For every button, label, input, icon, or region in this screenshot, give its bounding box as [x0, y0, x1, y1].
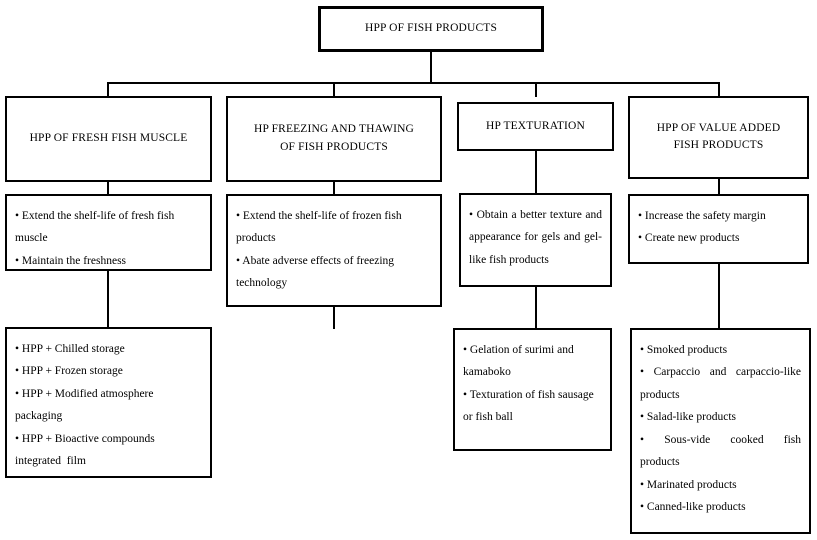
objectives-list-value-added-fish-products: • Increase the safety margin • Create ne… — [630, 196, 807, 256]
connector-bus-to-col2 — [333, 82, 335, 97]
list-item: • Obtain a better texture and appearance… — [469, 209, 605, 266]
objectives-box-value-added-fish-products: • Increase the safety margin • Create ne… — [628, 194, 809, 264]
list-item: • HPP + Frozen storage — [15, 365, 123, 378]
objectives-box-freezing-and-thawing: • Extend the shelf-life of frozen fish p… — [226, 194, 442, 307]
header-label-freezing-and-thawing: HP FREEZING AND THAWING OF FISH PRODUCTS — [253, 123, 414, 153]
objectives-box-texturation: • Obtain a better texture and appearance… — [459, 193, 612, 287]
header-box-texturation-inner: HP TEXTURATION — [459, 118, 612, 136]
list-item: • Abate adverse effects of freezing tech… — [236, 254, 397, 290]
connector-col4-header-to-objectives — [718, 179, 720, 195]
header-box-freezing-and-thawing-inner: HP FREEZING AND THAWING OF FISH PRODUCTS — [228, 121, 440, 157]
root-node-hpp-of-fish-products: HPP OF FISH PRODUCTS — [318, 6, 544, 52]
header-label-fresh-fish-muscle: HPP OF FRESH FISH MUSCLE — [29, 132, 188, 145]
connector-col2-objectives-stub — [333, 307, 335, 329]
list-item: • Maintain the freshness — [15, 254, 127, 267]
objectives-box-fresh-fish-muscle: • Extend the shelf-life of fresh fish mu… — [5, 194, 212, 271]
root-node-inner: HPP OF FISH PRODUCTS — [321, 20, 541, 38]
objectives-list-freezing-and-thawing: • Extend the shelf-life of frozen fish p… — [228, 196, 440, 301]
connector-bus-horizontal — [107, 82, 719, 84]
applications-list-fresh-fish-muscle: • HPP + Chilled storage • HPP + Frozen s… — [7, 329, 210, 479]
list-item: • Extend the shelf-life of frozen fish p… — [236, 210, 405, 245]
connector-bus-to-col3 — [535, 82, 537, 97]
applications-list-value-added-fish-products: • Smoked products • Carpaccio and carpac… — [632, 330, 809, 524]
header-box-freezing-and-thawing: HP FREEZING AND THAWING OF FISH PRODUCTS — [226, 96, 442, 182]
applications-list-texturation: • Gelation of surimi and kamaboko • Text… — [455, 330, 610, 435]
applications-box-fresh-fish-muscle: • HPP + Chilled storage • HPP + Frozen s… — [5, 327, 212, 478]
list-item: • Gelation of surimi and kamaboko — [463, 344, 577, 379]
connector-col4-objectives-to-applications — [718, 264, 720, 329]
connector-col3-objectives-to-applications — [535, 287, 537, 329]
list-item: • Smoked products — [640, 344, 728, 356]
header-box-value-added-fish-products-inner: HPP OF VALUE ADDED FISH PRODUCTS — [630, 120, 807, 156]
list-item: • Salad-like products — [640, 411, 737, 424]
list-item: • Sous-vide cooked fish products — [640, 433, 804, 469]
root-node-label: HPP OF FISH PRODUCTS — [365, 22, 497, 35]
header-label-texturation: HP TEXTURATION — [486, 119, 585, 132]
objectives-list-fresh-fish-muscle: • Extend the shelf-life of fresh fish mu… — [7, 196, 210, 278]
list-item: • HPP + Chilled storage — [15, 343, 125, 355]
connector-col2-header-to-objectives — [333, 182, 335, 195]
objectives-list-texturation: • Obtain a better texture and appearance… — [461, 195, 610, 277]
applications-box-value-added-fish-products: • Smoked products • Carpaccio and carpac… — [630, 328, 811, 534]
list-item: • Extend the shelf-life of fresh fish mu… — [15, 210, 178, 245]
list-item: • Canned-like products — [640, 500, 746, 513]
applications-box-texturation: • Gelation of surimi and kamaboko • Text… — [453, 328, 612, 451]
list-item: • Create new products — [638, 232, 740, 245]
list-item: • HPP + Modified atmosphere packaging — [15, 387, 157, 423]
list-item: • Increase the safety margin — [638, 210, 766, 222]
header-box-fresh-fish-muscle-inner: HPP OF FRESH FISH MUSCLE — [7, 130, 210, 148]
header-box-value-added-fish-products: HPP OF VALUE ADDED FISH PRODUCTS — [628, 96, 809, 179]
connector-root-to-bus — [430, 52, 432, 83]
connector-col1-objectives-to-applications — [107, 271, 109, 328]
header-box-fresh-fish-muscle: HPP OF FRESH FISH MUSCLE — [5, 96, 212, 182]
connector-col3-header-to-objectives — [535, 151, 537, 194]
connector-bus-to-col1 — [107, 82, 109, 97]
list-item: • Texturation of fish sausage or fish ba… — [463, 388, 597, 424]
list-item: • Marinated products — [640, 478, 737, 491]
list-item: • HPP + Bioactive compounds integrated f… — [15, 432, 158, 468]
list-item: • Carpaccio and carpaccio-like products — [640, 366, 804, 401]
connector-col1-header-to-objectives — [107, 182, 109, 195]
connector-bus-to-col4 — [718, 82, 720, 97]
header-box-texturation: HP TEXTURATION — [457, 102, 614, 151]
header-label-value-added-fish-products: HPP OF VALUE ADDED FISH PRODUCTS — [656, 121, 781, 152]
